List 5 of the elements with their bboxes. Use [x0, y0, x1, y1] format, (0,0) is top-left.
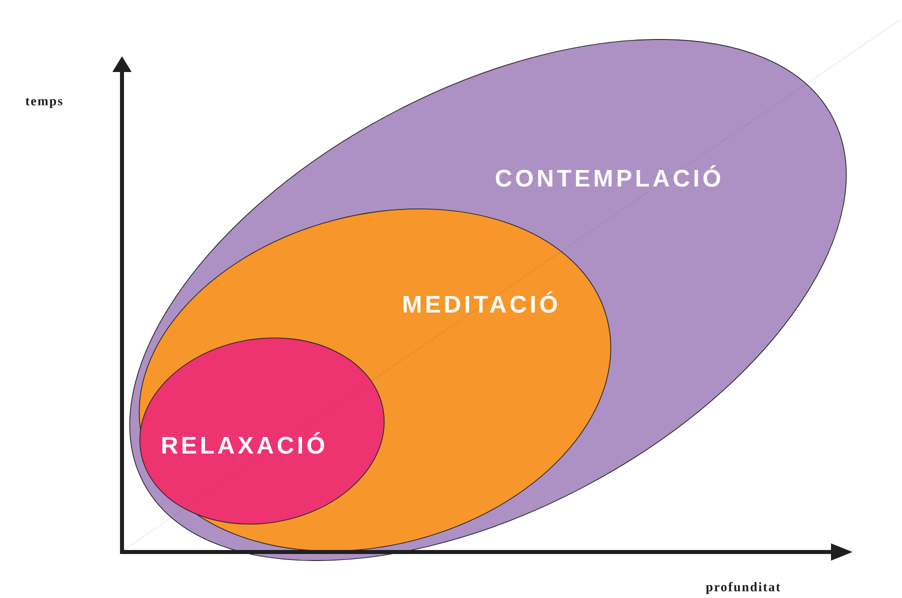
node-label: MEDITACIÓ	[404, 291, 557, 313]
axis-label: temps	[26, 98, 62, 108]
node-label: RELAXACIÓ	[162, 432, 324, 454]
axis-label: profunditat	[706, 582, 780, 594]
node-label: CONTEMPLACIÓ	[496, 165, 720, 187]
